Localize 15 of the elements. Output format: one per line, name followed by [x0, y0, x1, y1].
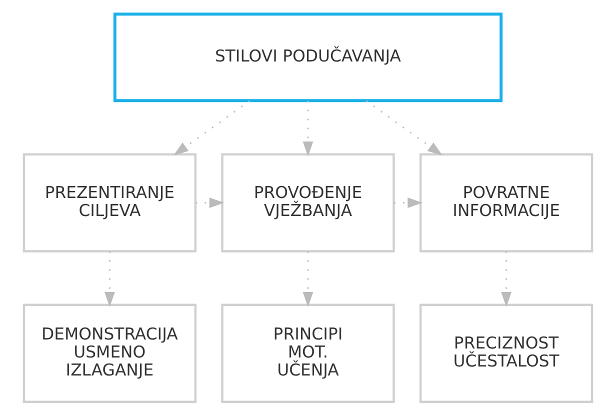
arrow — [501, 251, 512, 307]
node-box: POVRATNE INFORMACIJE — [419, 153, 594, 252]
arrow — [196, 198, 224, 208]
arrow — [302, 100, 314, 156]
node-box: PRECIZNOST UČESTALOST — [419, 304, 594, 403]
arrow — [366, 100, 442, 156]
node-box: DEMONSTRACIJA USMENO IZLAGANJE — [22, 304, 197, 403]
arrow — [394, 198, 423, 208]
node-box: PRINCIPI MOT. UČENJA — [221, 304, 395, 403]
arrow — [174, 100, 250, 156]
node-box: PREZENTIRANJE CILJEVA — [22, 153, 197, 252]
node-box: STILOVI PODUČAVANJA — [113, 12, 503, 102]
arrow — [302, 251, 314, 307]
arrow — [104, 251, 115, 307]
node-box: PROVOĐENJE VJEŽBANJA — [221, 153, 395, 252]
